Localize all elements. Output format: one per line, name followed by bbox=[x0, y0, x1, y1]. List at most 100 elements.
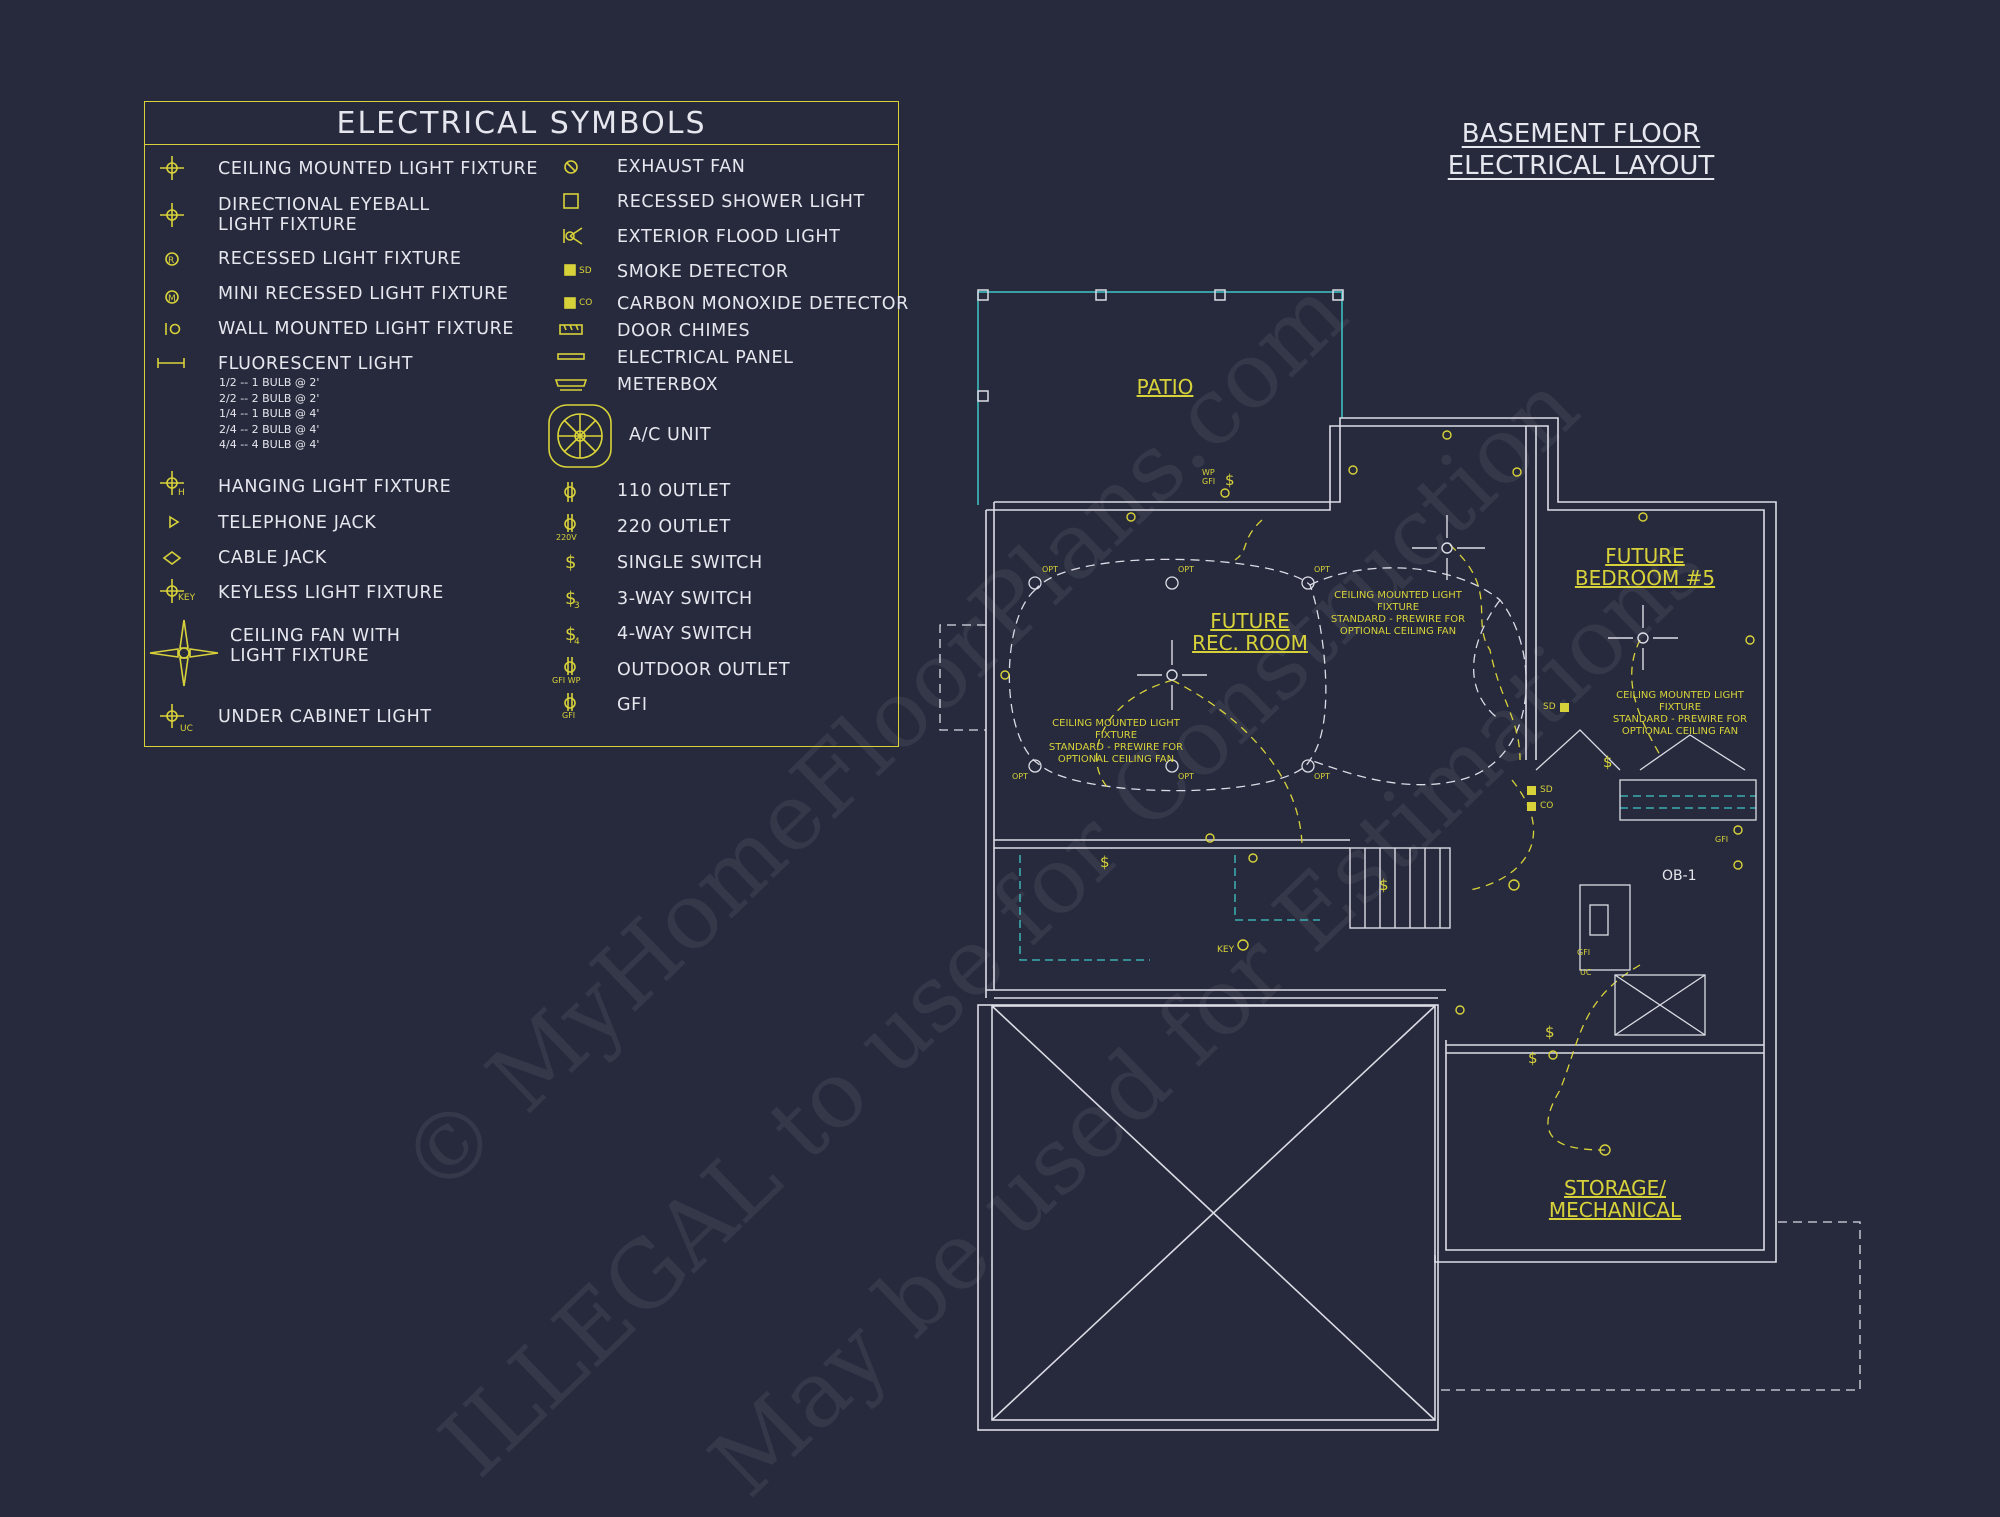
legend-label-fluorescent: FLUORESCENT LIGHT bbox=[218, 354, 413, 374]
room-label-storage: STORAGE/ MECHANICAL bbox=[1548, 1176, 1682, 1222]
legend-label-meterbox: METERBOX bbox=[617, 375, 719, 395]
keyless-light-icon bbox=[160, 579, 184, 603]
svg-text:$: $ bbox=[1379, 876, 1389, 894]
legend-label-four-way: 4-WAY SWITCH bbox=[617, 624, 753, 644]
room-label-patio: PATIO bbox=[1136, 375, 1194, 399]
opt-label-2: OPT bbox=[1178, 565, 1195, 574]
svg-text:$: $ bbox=[1225, 471, 1235, 489]
svg-text:$: $ bbox=[1545, 1023, 1555, 1041]
key-label: KEY bbox=[1217, 945, 1235, 955]
wp-gfi-label: WP GFI bbox=[1202, 468, 1216, 486]
room-label-bedroom: FUTURE BEDROOM #5 bbox=[1574, 544, 1716, 590]
sd-label-bedroom: SD bbox=[1543, 702, 1556, 712]
legend-label-flood-light: EXTERIOR FLOOD LIGHT bbox=[617, 227, 841, 247]
electrical-symbols-legend: ELECTRICAL SYMBOLS bbox=[144, 101, 899, 747]
tag-gfi-wp: GFI WP bbox=[552, 676, 581, 685]
bedroom-fan-icon bbox=[1608, 605, 1678, 670]
staircase bbox=[1349, 847, 1451, 929]
legend-label-single-switch: SINGLE SWITCH bbox=[617, 553, 763, 573]
opt-label-6: OPT bbox=[1314, 772, 1331, 781]
outlet-110-icon bbox=[564, 482, 576, 502]
co-detector-icon bbox=[564, 297, 576, 309]
tag-co: CO bbox=[579, 298, 593, 308]
ceiling-fans bbox=[1137, 515, 1678, 710]
outdoor-outlet-icon bbox=[564, 657, 576, 675]
legend-label-hanging-light: HANGING LIGHT FIXTURE bbox=[218, 477, 452, 497]
legend-label-three-way: 3-WAY SWITCH bbox=[617, 589, 753, 609]
plan-title: BASEMENT FLOOR ELECTRICAL LAYOUT bbox=[1420, 118, 1742, 182]
recessed-light-icon: R bbox=[165, 252, 179, 266]
legend-label-co-detector: CARBON MONOXIDE DETECTOR bbox=[617, 294, 909, 314]
legend-label-gfi: GFI bbox=[617, 695, 648, 715]
ceiling-fan-icon bbox=[149, 619, 219, 687]
legend-label-wall-light: WALL MOUNTED LIGHT FIXTURE bbox=[218, 319, 515, 339]
uc-label-mech: UC bbox=[1580, 968, 1592, 977]
legend-label-electrical-panel: ELECTRICAL PANEL bbox=[617, 348, 794, 368]
rec-room-fan-icon bbox=[1137, 640, 1207, 710]
legend-label-outdoor-outlet: OUTDOOR OUTLET bbox=[617, 660, 791, 680]
outlets bbox=[1000, 430, 1755, 1156]
three-way-switch-icon: $ bbox=[565, 588, 576, 609]
gfi-label-bath: GFI bbox=[1715, 835, 1729, 844]
legend-label-keyless-light: KEYLESS LIGHT FIXTURE bbox=[218, 583, 444, 603]
legend-label-mini-recessed: MINI RECESSED LIGHT FIXTURE bbox=[218, 284, 509, 304]
co-label-hall: CO bbox=[1540, 801, 1554, 811]
legend-label-ceiling-fan: CEILING FAN WITH LIGHT FIXTURE bbox=[230, 626, 401, 666]
recessed-lights bbox=[1028, 576, 1315, 773]
legend-fluorescent-notes: 1/2 -- 1 BULB @ 2' 2/2 -- 2 BULB @ 2' 1/… bbox=[219, 376, 320, 451]
sd-label-hall: SD bbox=[1540, 785, 1553, 795]
ob-label: OB-1 bbox=[1662, 868, 1697, 884]
legend-label-telephone-jack: TELEPHONE JACK bbox=[218, 513, 377, 533]
garage-area bbox=[977, 1004, 1439, 1431]
opt-label-1: OPT bbox=[1042, 565, 1059, 574]
tag-uc: UC bbox=[180, 724, 193, 734]
svg-text:4: 4 bbox=[574, 637, 580, 647]
legend-label-door-chimes: DOOR CHIMES bbox=[617, 321, 751, 341]
legend-label-ceiling-light: CEILING MOUNTED LIGHT FIXTURE bbox=[218, 159, 539, 179]
cable-jack-icon bbox=[162, 551, 182, 565]
gfi-label-mech: GFI bbox=[1577, 948, 1591, 957]
electrical-panel-icon bbox=[557, 353, 585, 360]
legend-label-outlet-220: 220 OUTLET bbox=[617, 517, 731, 537]
wall-light-icon bbox=[165, 323, 181, 335]
opt-label-3: OPT bbox=[1314, 565, 1331, 574]
svg-text:R: R bbox=[168, 256, 174, 266]
plan-title-line-2: ELECTRICAL LAYOUT bbox=[1447, 151, 1715, 181]
opt-label-5: OPT bbox=[1178, 772, 1195, 781]
eyeball-light-icon bbox=[160, 203, 184, 227]
opt-label-4: OPT bbox=[1012, 772, 1029, 781]
svg-text:$: $ bbox=[1100, 853, 1110, 871]
svg-text:$: $ bbox=[1528, 1049, 1538, 1067]
svg-text:3: 3 bbox=[574, 601, 580, 611]
hall-fan-icon bbox=[1412, 515, 1485, 580]
telephone-jack-icon bbox=[169, 515, 180, 529]
legend-label-eyeball-light: DIRECTIONAL EYEBALL LIGHT FIXTURE bbox=[218, 195, 430, 235]
smoke-detector-icon bbox=[564, 264, 576, 276]
tag-h: H bbox=[178, 488, 185, 498]
shower-light-icon bbox=[563, 193, 579, 209]
exhaust-fan-icon bbox=[564, 160, 578, 174]
mini-recessed-light-icon: M bbox=[165, 290, 179, 304]
plan-title-line-1: BASEMENT FLOOR bbox=[1461, 119, 1701, 149]
tag-key: KEY bbox=[178, 593, 196, 603]
svg-text:$: $ bbox=[1603, 753, 1613, 771]
ceiling-light-icon bbox=[160, 156, 184, 180]
legend-label-outlet-110: 110 OUTLET bbox=[617, 481, 731, 501]
fluorescent-light-icon bbox=[157, 358, 185, 368]
legend-label-recessed-light: RECESSED LIGHT FIXTURE bbox=[218, 249, 462, 269]
door-chimes-icon bbox=[559, 324, 583, 335]
meterbox-icon bbox=[554, 379, 588, 391]
tag-sd: SD bbox=[579, 266, 592, 276]
hanging-light-icon bbox=[160, 471, 184, 495]
single-switch-icon: $ bbox=[565, 552, 576, 573]
legend-label-cable-jack: CABLE JACK bbox=[218, 548, 327, 568]
svg-text:M: M bbox=[168, 294, 176, 304]
legend-label-under-cabinet: UNDER CABINET LIGHT bbox=[218, 707, 432, 727]
room-label-rec-room: FUTURE REC. ROOM bbox=[1192, 609, 1308, 655]
gfi-icon bbox=[564, 693, 576, 711]
ac-unit-icon bbox=[548, 404, 612, 468]
tag-gfi: GFI bbox=[562, 711, 576, 720]
legend-label-smoke-detector: SMOKE DETECTOR bbox=[617, 262, 789, 282]
